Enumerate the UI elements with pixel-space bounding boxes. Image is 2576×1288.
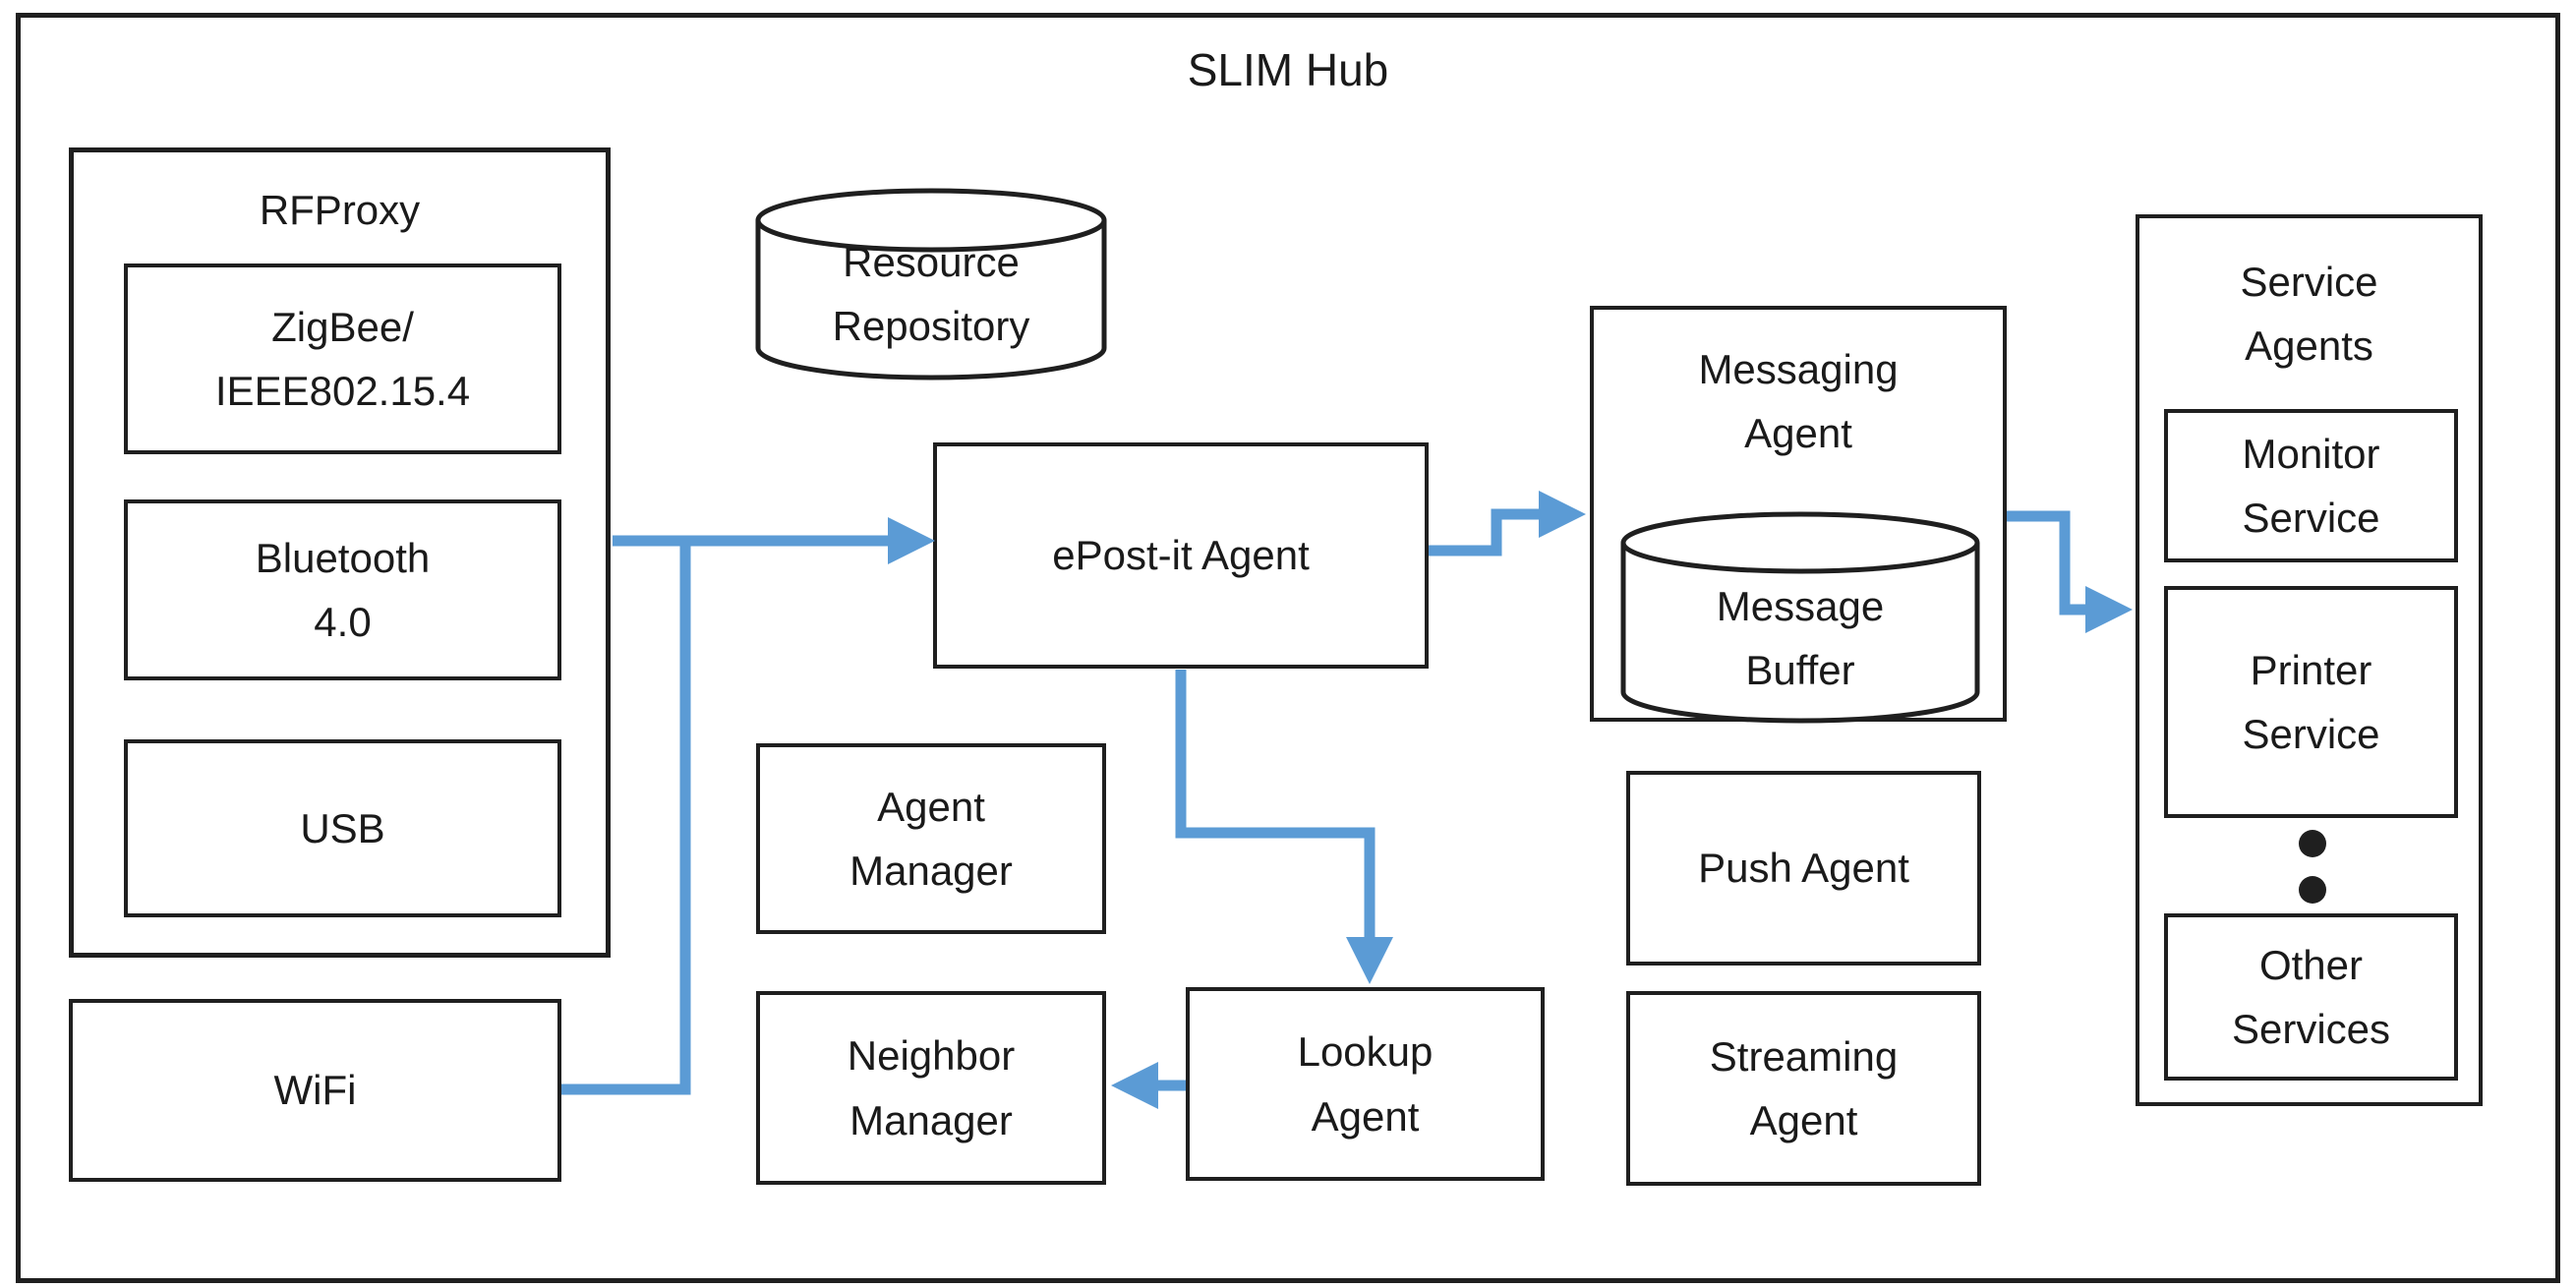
node-other-services: Other Services xyxy=(2164,913,2458,1081)
node-epostit-agent-label: ePost-it Agent xyxy=(1052,532,1310,579)
node-usb: USB xyxy=(124,739,561,917)
cylinder-top xyxy=(1620,511,1980,574)
node-epostit-agent: ePost-it Agent xyxy=(933,442,1429,669)
node-messaging-agent-label: Messaging Agent xyxy=(1698,346,1899,457)
node-agent-manager: Agent Manager xyxy=(756,743,1106,934)
node-zigbee-label: ZigBee/ IEEE802.15.4 xyxy=(214,303,471,414)
node-monitor-service: Monitor Service xyxy=(2164,409,2458,562)
node-wifi-label: WiFi xyxy=(273,1067,357,1114)
node-monitor-service-label: Monitor Service xyxy=(2242,430,2380,541)
node-message-buffer-label: Message Buffer xyxy=(1716,583,1885,694)
node-neighbor-manager-label: Neighbor Manager xyxy=(847,1032,1016,1143)
node-streaming-agent-label: Streaming Agent xyxy=(1709,1032,1899,1143)
cylinder-body xyxy=(755,220,1107,381)
node-lookup-agent-label: Lookup Agent xyxy=(1297,1028,1434,1140)
message-buffer-cylinder-icon xyxy=(1620,511,1980,724)
node-bluetooth: Bluetooth 4.0 xyxy=(124,499,561,680)
node-agent-manager-label: Agent Manager xyxy=(849,783,1013,894)
cylinder-body xyxy=(1620,543,1980,724)
node-printer-service-label: Printer Service xyxy=(2242,646,2380,757)
node-neighbor-manager: Neighbor Manager xyxy=(756,991,1106,1185)
node-streaming-agent: Streaming Agent xyxy=(1626,991,1981,1186)
node-bluetooth-label: Bluetooth 4.0 xyxy=(255,534,431,645)
node-push-agent-label: Push Agent xyxy=(1698,845,1909,892)
node-lookup-agent: Lookup Agent xyxy=(1186,987,1545,1181)
node-resource-repository-label: Resource Repository xyxy=(832,239,1030,350)
node-other-services-label: Other Services xyxy=(2231,941,2391,1052)
node-service-agents-label: Service Agents xyxy=(2240,259,2378,370)
resource-repository-cylinder-icon xyxy=(755,188,1107,381)
node-printer-service: Printer Service xyxy=(2164,586,2458,818)
node-wifi: WiFi xyxy=(69,999,561,1182)
node-push-agent: Push Agent xyxy=(1626,771,1981,966)
cylinder-top xyxy=(755,188,1107,253)
node-usb-label: USB xyxy=(300,804,385,851)
node-rfproxy-label: RFProxy xyxy=(259,187,421,233)
node-zigbee: ZigBee/ IEEE802.15.4 xyxy=(124,263,561,454)
slim-hub-frame xyxy=(16,13,2560,1283)
diagram-title: SLIM Hub xyxy=(1187,44,1389,95)
